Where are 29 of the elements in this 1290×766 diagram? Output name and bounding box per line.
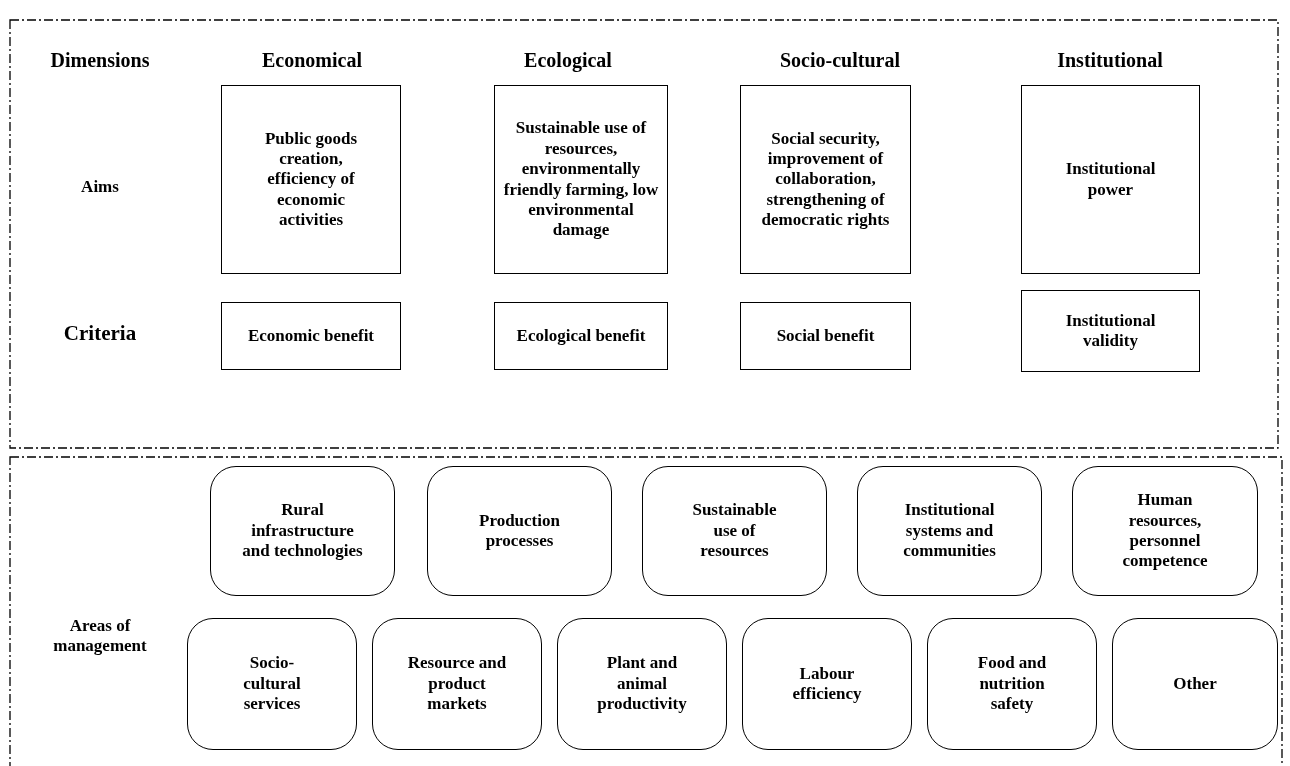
management-area-box: Food and nutrition safety [927, 618, 1097, 750]
text-box: Ecological benefit [494, 302, 668, 370]
column-heading: Ecological [524, 48, 612, 72]
text-box: Institutional power [1021, 85, 1200, 274]
text-box: Sustainable use of resources, environmentally friendly farming, low environmental damage [494, 85, 668, 274]
management-area-box: Institutional systems and communities [857, 466, 1042, 596]
management-area-box: Resource and product markets [372, 618, 542, 750]
column-heading: Socio-cultural [780, 48, 900, 72]
row-heading: Areas of management [52, 616, 148, 656]
text-box: Public goods creation, efficiency of economic activities [221, 85, 401, 274]
row-heading: Criteria [63, 320, 137, 346]
management-area-box: Labour efficiency [742, 618, 912, 750]
management-area-box: Sustainable use of resources [642, 466, 827, 596]
management-area-box: Socio-cultural services [187, 618, 357, 750]
text-box: Institutional validity [1021, 290, 1200, 372]
text-box: Social benefit [740, 302, 911, 370]
management-area-box: Human resources, personnel competence [1072, 466, 1258, 596]
dash-dot-frame [10, 20, 1278, 448]
dash-dot-frame [10, 457, 1282, 766]
text-box: Social security, improvement of collaboration, strengthening of democratic rights [740, 85, 911, 274]
management-area-box: Rural infrastructure and technologies [210, 466, 395, 596]
row-heading: Aims [81, 177, 119, 197]
management-area-box: Plant and animal productivity [557, 618, 727, 750]
management-area-box: Other [1112, 618, 1278, 750]
text-box: Economic benefit [221, 302, 401, 370]
column-heading: Institutional [1057, 48, 1163, 72]
management-area-box: Production processes [427, 466, 612, 596]
column-heading: Economical [262, 48, 362, 72]
column-heading: Dimensions [50, 48, 150, 72]
